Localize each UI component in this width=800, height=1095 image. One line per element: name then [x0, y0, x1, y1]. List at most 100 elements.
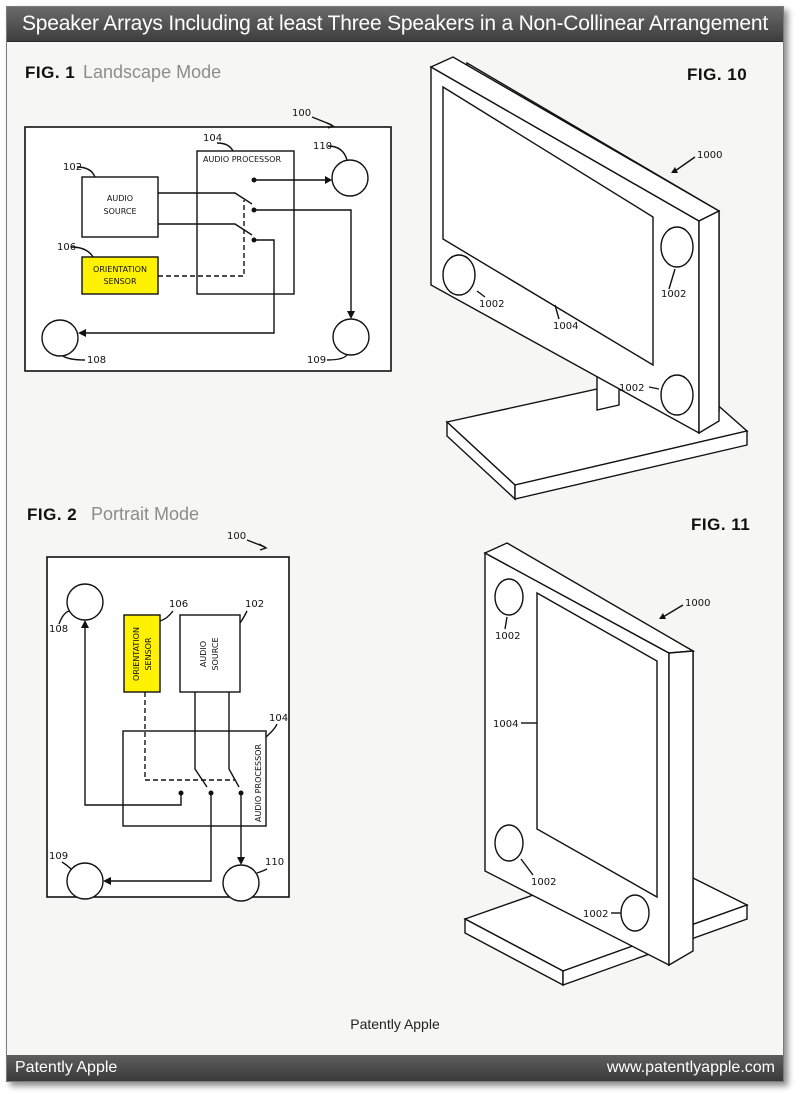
- fig1-audio-source-line2: SOURCE: [103, 207, 136, 216]
- fig11-ref-1002-lower: 1002: [531, 877, 556, 888]
- fig2-audio-source-box: [179, 614, 241, 693]
- fig10-base-side: [514, 430, 748, 500]
- fig2-label: FIG. 2: [27, 505, 78, 524]
- fig1-mode-label: Landscape Mode: [83, 62, 222, 82]
- fig1-ref-100-arrow: [326, 122, 335, 129]
- fig2-ref-100-arrow: [258, 543, 268, 551]
- fig1-wire-to-109: [254, 209, 352, 313]
- fig10-drawing: 1000 1002 1002 1002 1004: [429, 56, 749, 501]
- fig10-ref-1002-right: 1002: [661, 289, 686, 300]
- fig11-ref-1004: 1004: [493, 719, 518, 730]
- fig10-speaker-bottom-left: [442, 254, 476, 296]
- fig2-audio-processor-label: AUDIO PROCESSOR: [254, 744, 263, 822]
- fig11-ref-1000-arrow: [659, 613, 666, 619]
- fig2-ref-104: 104: [269, 713, 288, 724]
- fig10-screen: [442, 85, 654, 367]
- fig2-diagram: 100 108 ORIENTATION SENSOR 106 AUDIO SOU…: [46, 531, 290, 902]
- fig1-orientation-line2: SENSOR: [103, 277, 136, 286]
- fig10-ref-1000-leader: [674, 156, 696, 172]
- fig10-ref-1000-arrow: [671, 167, 678, 173]
- fig2-arrow-to-108: [81, 620, 89, 628]
- fig2-ref-109: 109: [49, 851, 68, 862]
- fig2-orientation-sensor-box: [123, 614, 161, 693]
- fig11-drawing: 1000 1002 1004 1002 1002: [463, 542, 749, 987]
- fig10-speaker-bottom-right: [660, 374, 694, 416]
- fig1-ref-108-leader: [62, 355, 86, 361]
- fig11-speaker-bottom-left: [494, 824, 524, 862]
- fig1-wire-to-108: [84, 239, 275, 334]
- fig11-ref-1002-top-leader: [504, 616, 508, 630]
- patent-drawings: 100 AUDIO PROCESSOR 104 AUDIO SOURCE 102…: [24, 56, 749, 987]
- fig1-diagram: 100 AUDIO PROCESSOR 104 AUDIO SOURCE 102…: [24, 108, 392, 372]
- fig2-wire-source-left: [194, 692, 208, 788]
- fig1-audio-source-box: [81, 176, 159, 238]
- fig11-speaker-bottom-right: [620, 894, 650, 932]
- fig10-ref-1004-leader: [554, 304, 560, 320]
- fig2-ref-106: 106: [169, 599, 188, 610]
- fig1-wire-source-top: [158, 192, 253, 205]
- fig2-mode-label: Portrait Mode: [91, 504, 200, 524]
- fig2-speaker-109: [66, 862, 104, 900]
- fig2-ref-108: 108: [49, 624, 68, 635]
- fig2-ref-102-leader: [239, 610, 248, 624]
- fig2-ref-104-leader: [265, 723, 278, 738]
- footer-bar: Patently Apple www.patentlyapple.com: [7, 1055, 783, 1081]
- fig10-side-edge: [698, 209, 720, 435]
- fig11-ref-1000-leader: [662, 604, 684, 618]
- fig2-audio-source-line2: SOURCE: [211, 637, 220, 670]
- fig2-ref-100: 100: [227, 531, 246, 542]
- fig1-ref-106-leader: [70, 246, 94, 258]
- fig1-audio-source-line1: AUDIO: [107, 194, 133, 203]
- fig1-ref-102: 102: [63, 162, 82, 173]
- fig10-ref-1004: 1004: [553, 321, 578, 332]
- fig1-orientation-sensor-box: [81, 256, 159, 295]
- fig2-orientation-line2: SENSOR: [144, 637, 153, 670]
- fig10-label: FIG. 10: [687, 65, 748, 84]
- fig11-screen: [536, 591, 658, 899]
- credit-text: Patently Apple: [350, 1016, 440, 1032]
- footer-url[interactable]: www.patentlyapple.com: [606, 1059, 775, 1076]
- fig10-ref-1002-lower: 1002: [619, 383, 644, 394]
- page-title: Speaker Arrays Including at least Three …: [21, 12, 769, 35]
- fig10-ref-1000: 1000: [697, 150, 722, 161]
- fig2-ref-109-leader: [61, 861, 72, 870]
- fig2-wire-to-108: [84, 626, 182, 806]
- fig2-ref-110: 110: [265, 857, 284, 868]
- fig1-dashed-control: [158, 200, 245, 277]
- fig1-ref-102-leader: [76, 166, 96, 178]
- fig1-orientation-line1: ORIENTATION: [93, 265, 147, 274]
- fig1-ref-104-leader: [216, 142, 234, 152]
- fig11-side-edge: [668, 650, 694, 967]
- fig11-ref-1000: 1000: [685, 598, 710, 609]
- fig2-ref-108-leader: [58, 610, 70, 625]
- fig11-ref-1002-right: 1002: [583, 909, 608, 920]
- fig2-orientation-line1: ORIENTATION: [132, 627, 141, 681]
- fig1-ref-109-leader: [326, 354, 348, 361]
- footer-brand: Patently Apple: [15, 1059, 118, 1076]
- fig1-ref-100: 100: [292, 108, 311, 119]
- fig1-audio-processor-box: [196, 150, 295, 295]
- fig1-ref-110: 110: [313, 141, 332, 152]
- fig1-speaker-108: [41, 319, 79, 357]
- title-bar: Speaker Arrays Including at least Three …: [7, 7, 783, 42]
- fig2-wire-to-109: [109, 793, 212, 882]
- fig1-ref-106: 106: [57, 242, 76, 253]
- fig1-ref-110-leader: [327, 145, 348, 161]
- fig2-ref-110-leader: [256, 868, 268, 874]
- fig2-ref-102: 102: [245, 599, 264, 610]
- fig1-audio-processor-label: AUDIO PROCESSOR: [203, 155, 281, 164]
- fig2-speaker-108: [66, 583, 104, 621]
- fig1-arrow-to-108: [78, 329, 86, 337]
- fig2-wire-source-right: [228, 692, 240, 788]
- fig2-arrow-to-110: [237, 857, 245, 865]
- fig1-wire-source-bottom: [158, 223, 253, 236]
- page: Speaker Arrays Including at least Three …: [6, 6, 784, 1082]
- fig10-speaker-top-right: [660, 226, 694, 268]
- fig10-ref-1002-lower-leader: [648, 386, 660, 390]
- fig10-ref-1002-left-leader: [476, 290, 486, 298]
- fig10-ref-1002-right-leader: [668, 268, 676, 290]
- fig2-audio-source-line1: AUDIO: [199, 641, 208, 667]
- fig1-ref-104: 104: [203, 133, 222, 144]
- fig10-ref-1002-left: 1002: [479, 299, 504, 310]
- fig1-arrow-to-109: [347, 311, 355, 319]
